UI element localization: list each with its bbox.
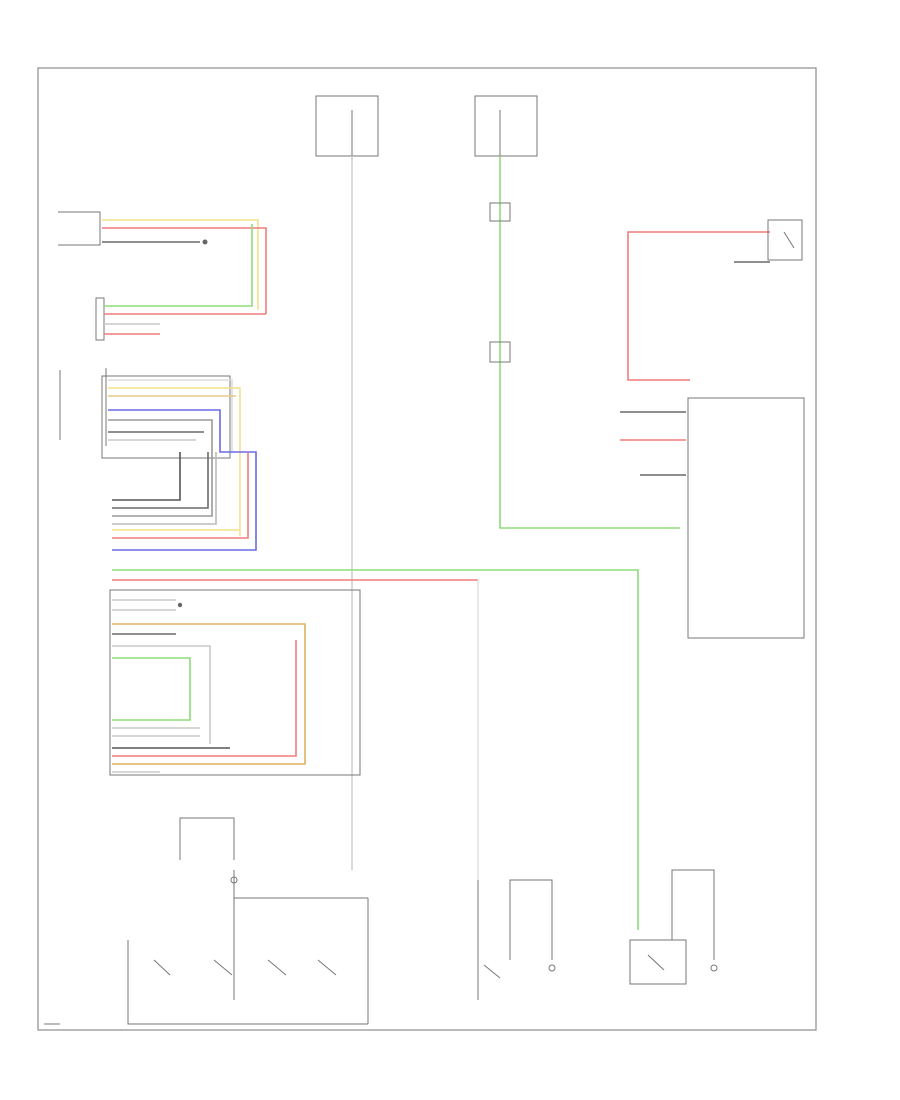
switch-icon <box>767 219 803 261</box>
wire-dark-4 <box>112 452 209 509</box>
ground-icon <box>202 239 208 245</box>
wire-green-2 <box>112 657 191 721</box>
wire-pink-5 <box>112 640 297 757</box>
wire-green-long <box>112 569 639 930</box>
wire-pink-right <box>627 231 770 381</box>
wire-dark-3 <box>112 452 181 501</box>
wire-blue-1 <box>108 409 257 551</box>
wire-gray-3 <box>112 452 217 525</box>
module-right <box>687 397 805 639</box>
ground-icon <box>177 602 183 608</box>
module-mid-left <box>59 368 231 459</box>
connector-icon <box>95 297 105 341</box>
wire-orange-3 <box>112 623 306 765</box>
switch-group-mid <box>477 879 556 1000</box>
wire-yellow-2 <box>108 387 241 536</box>
wire-gray-2 <box>108 419 213 517</box>
wire-white-2 <box>108 379 233 452</box>
ground-icon <box>710 964 718 972</box>
switch-group-left <box>127 817 369 1025</box>
switch-group-right <box>629 869 718 985</box>
diagram-frame <box>37 67 817 1031</box>
ground-icon <box>548 964 556 972</box>
fuse-block-left <box>315 95 379 157</box>
wire-green-1 <box>104 224 253 307</box>
wire-green-trunk <box>499 156 680 529</box>
fuse-block-right <box>474 95 538 157</box>
wire-gray-6 <box>112 645 211 744</box>
wire-yellow-1 <box>102 219 259 310</box>
module-lower-left <box>109 589 361 776</box>
wire-pink-4 <box>112 452 249 539</box>
module-top-left <box>58 211 101 246</box>
connector-icon <box>489 202 511 363</box>
ground-icon <box>230 876 238 884</box>
wire-pink-1 <box>102 227 267 314</box>
